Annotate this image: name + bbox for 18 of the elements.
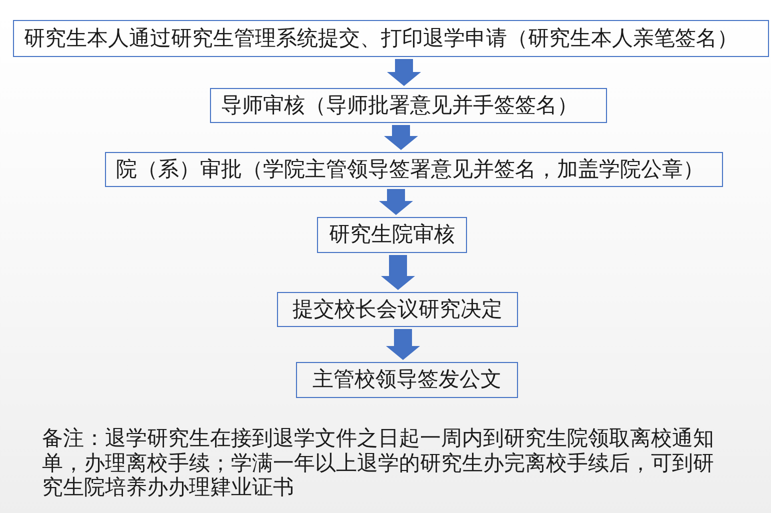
block-arrow [379,189,413,215]
step-text: 院（系）审批（学院主管领导签署意见并签名，加盖学院公章） [116,156,704,182]
block-arrow [384,125,418,150]
step-text: 研究生院审核 [329,222,455,248]
block-arrow [387,59,421,86]
step-text: 导师审核（导师批署意见并手签签名） [221,92,578,118]
process-box [13,20,769,57]
block-arrow [386,329,420,360]
process-box [105,152,723,187]
process-box [317,217,467,253]
step-text: 研究生本人通过研究生管理系统提交、打印退学申请（研究生本人亲笔签名） [24,26,738,52]
process-box [296,362,518,398]
step-text: 主管校领导签发公文 [312,367,502,393]
block-arrow [381,255,415,290]
note-text: 备注：退学研究生在接到退学文件之日起一周内到研究生院领取离校通知单，办理离校手续；学满一年以上退学的研究生办完离校手续后，可到研究生院培养办办理肄业证书 [42,426,715,500]
process-box [277,292,518,327]
step-text: 提交校长会议研究决定 [292,296,502,322]
process-box [210,88,607,123]
